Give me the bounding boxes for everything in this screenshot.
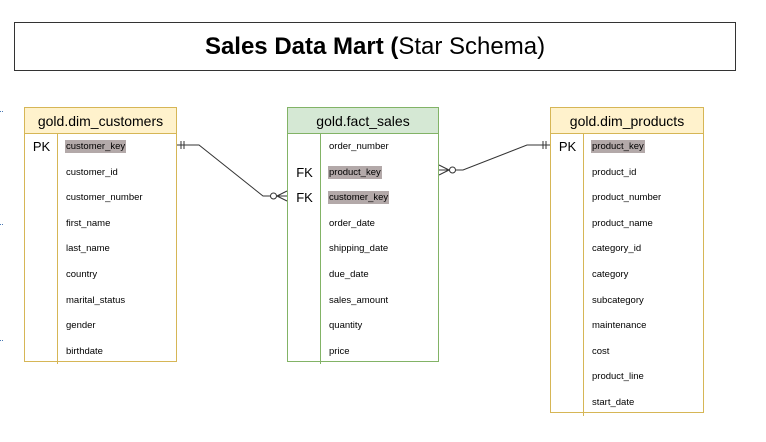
field-name: marital_status (66, 294, 126, 306)
diagram-title: Sales Data Mart (Star Schema) (14, 22, 736, 71)
field-name: customer_key (328, 191, 390, 205)
key-label: PK (32, 139, 51, 154)
crowfoot-mark (276, 190, 288, 197)
key-label: FK (296, 190, 313, 206)
key-label: FK (296, 164, 313, 180)
field-name: product_number (592, 192, 662, 204)
field-name: subcategory (592, 294, 644, 306)
field-row[interactable]: customer_id (25, 160, 176, 186)
field-row[interactable]: product_line (551, 364, 703, 390)
field-name: due_date (329, 268, 369, 280)
field-name: country (66, 268, 98, 280)
field-row[interactable]: country (25, 262, 176, 288)
field-name: product_line (592, 371, 644, 383)
field-row[interactable]: birthdate (25, 339, 176, 365)
page-edge-mark (0, 111, 3, 113)
field-name: quantity (329, 320, 363, 332)
field-row[interactable]: product_name (551, 211, 703, 237)
customers-to-sales-relationship (177, 141, 288, 202)
entity-header: gold.dim_products (551, 108, 703, 134)
field-name: cost (592, 345, 610, 357)
products-to-sales-relationship (438, 141, 550, 176)
key-column (551, 134, 584, 416)
title-bold-part: Sales Data Mart ( (204, 32, 399, 60)
crowfoot-mark (276, 195, 288, 202)
field-row[interactable]: shipping_date (288, 236, 438, 262)
field-row[interactable]: quantity (288, 313, 438, 339)
field-row[interactable]: FK product_key (288, 160, 438, 186)
field-name: start_date (592, 396, 635, 408)
field-name: shipping_date (329, 243, 389, 255)
entity-header: gold.dim_customers (25, 108, 176, 134)
zero-circle-mark (270, 192, 277, 200)
field-row[interactable]: order_date (288, 211, 438, 237)
field-row[interactable]: last_name (25, 236, 176, 262)
field-row[interactable]: product_id (551, 160, 703, 186)
field-name: order_number (329, 141, 389, 152)
key-label: PK (558, 139, 577, 154)
field-name: sales_amount (329, 294, 389, 306)
zero-circle-mark (449, 166, 456, 174)
field-name: gender (66, 320, 96, 332)
relationship-line (177, 144, 287, 197)
field-name: last_name (66, 243, 110, 255)
field-row[interactable]: PK product_key (551, 134, 703, 160)
crowfoot-mark (438, 169, 450, 176)
field-row[interactable]: customer_number (25, 185, 176, 211)
field-row[interactable]: category_id (551, 236, 703, 262)
field-row[interactable]: maintenance (551, 313, 703, 339)
page-edge-mark (0, 224, 3, 226)
field-row[interactable]: price (288, 339, 438, 365)
field-row[interactable]: PK customer_key (25, 134, 176, 160)
field-row[interactable]: sales_amount (288, 288, 438, 314)
field-name: price (329, 345, 350, 357)
field-name: customer_key (65, 140, 127, 153)
field-name: customer_number (66, 192, 143, 204)
field-name: product_key (591, 140, 645, 153)
field-row[interactable]: FK customer_key (288, 185, 438, 211)
entity-header: gold.fact_sales (288, 108, 438, 134)
title-normal-part: Star Schema) (398, 32, 546, 60)
field-row[interactable]: subcategory (551, 288, 703, 314)
field-name: product_key (328, 165, 382, 179)
crowfoot-mark (438, 164, 450, 171)
relationship-line (439, 144, 550, 171)
field-row[interactable]: cost (551, 339, 703, 365)
field-row[interactable]: product_number (551, 185, 703, 211)
key-column (288, 134, 321, 365)
field-name: category_id (592, 243, 642, 255)
field-name: customer_id (66, 166, 118, 178)
field-row[interactable]: due_date (288, 262, 438, 288)
page-edge-mark (0, 340, 3, 342)
field-name: order_date (329, 217, 375, 229)
field-row[interactable]: start_date (551, 390, 703, 416)
field-row[interactable]: marital_status (25, 288, 176, 314)
field-name: first_name (66, 217, 111, 229)
entity-fields: PK customer_key customer_id customer_number… (25, 134, 176, 365)
field-name: category (592, 268, 629, 280)
key-column (25, 134, 58, 365)
field-name: product_name (592, 217, 653, 229)
entity-dim-products[interactable]: gold.dim_products PK product_key product_i… (550, 107, 704, 416)
field-row[interactable]: order_number (288, 134, 438, 160)
field-row[interactable]: gender (25, 313, 176, 339)
field-name: maintenance (592, 320, 647, 332)
field-row[interactable]: category (551, 262, 703, 288)
field-name: birthdate (66, 345, 103, 357)
field-row[interactable]: first_name (25, 211, 176, 237)
field-name: product_id (592, 166, 637, 178)
